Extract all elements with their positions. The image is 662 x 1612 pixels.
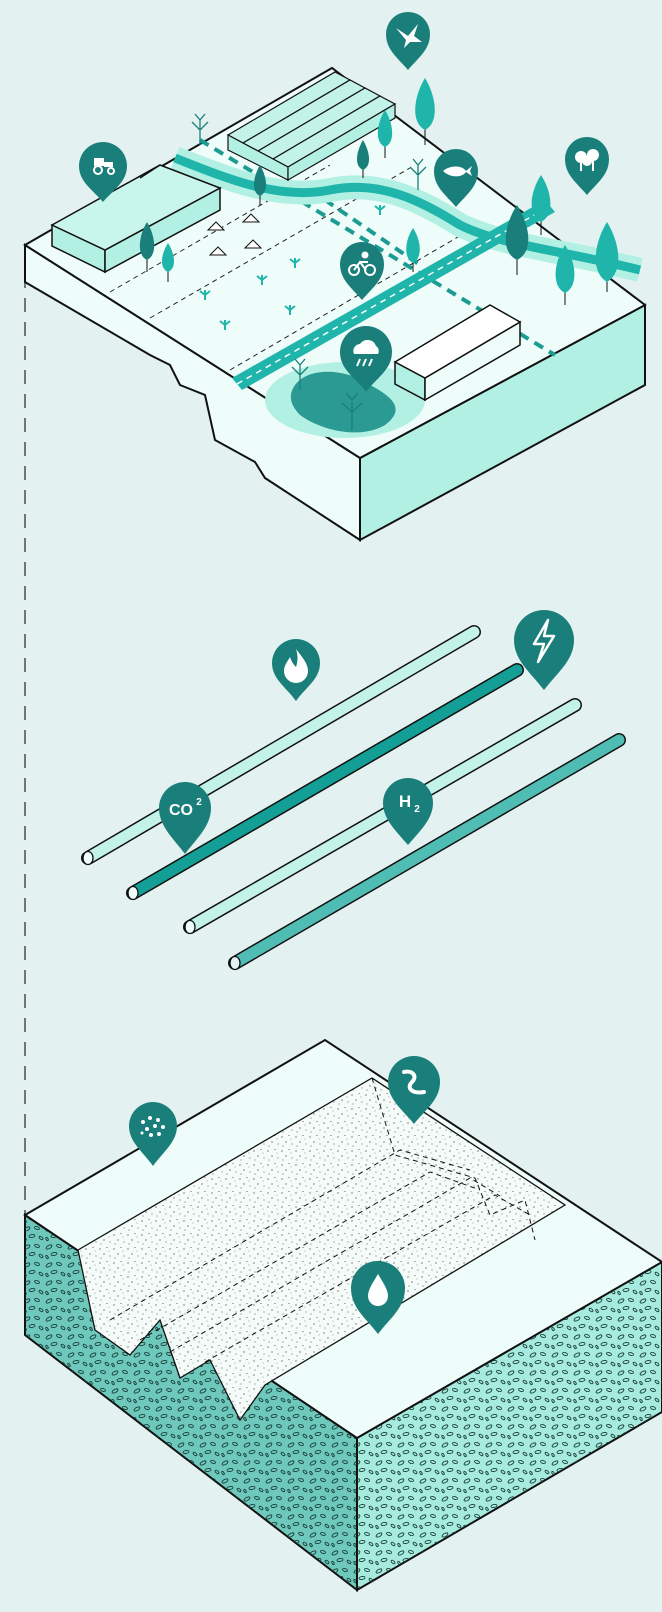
bird-pin bbox=[386, 12, 430, 70]
surface-layer bbox=[25, 12, 645, 540]
forest-pin bbox=[565, 137, 609, 195]
subsurface-layer bbox=[25, 1040, 662, 1590]
electricity-pin bbox=[514, 610, 574, 690]
pipe-light-2 bbox=[185, 705, 575, 934]
co2-label-superscript: 2 bbox=[196, 797, 202, 808]
co2-pin: CO 2 bbox=[159, 782, 211, 854]
co2-label: CO bbox=[169, 802, 193, 819]
h2-label: H bbox=[399, 792, 411, 811]
hydrogen-pin: H 2 bbox=[383, 778, 433, 845]
pipe-teal-2 bbox=[230, 740, 619, 970]
gas-pin bbox=[272, 639, 320, 701]
pipeline-layer: CO 2 H 2 bbox=[83, 610, 619, 970]
h2-label-subscript: 2 bbox=[414, 804, 420, 815]
